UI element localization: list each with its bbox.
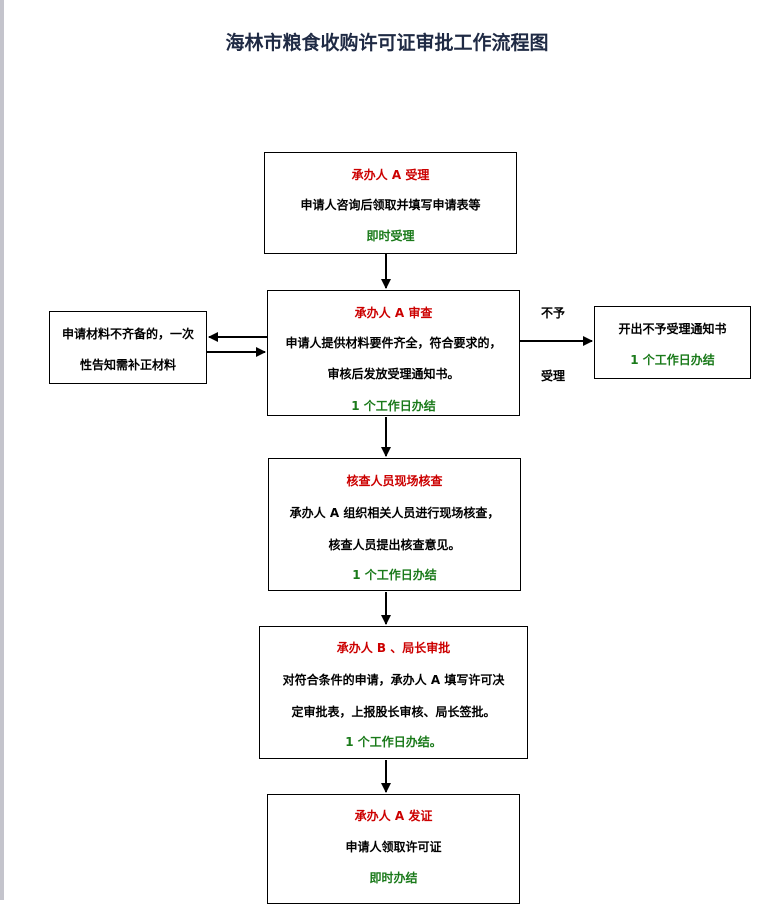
step-heading: 承办人 B 、局长审批 [336, 641, 451, 655]
step-approval-box: 承办人 B 、局长审批 对符合条件的申请，承办人 A 填写许可决 定审批表，上报… [259, 626, 528, 759]
rejection-notice-box: 开出不予受理通知书 1 个工作日办结 [594, 306, 751, 379]
step-deadline: 1 个工作日办结 [352, 568, 437, 582]
step-description: 对符合条件的申请，承办人 A 填写许可决 [282, 673, 505, 687]
step-description: 申请人提供材料要件齐全，符合要求的， [285, 336, 502, 350]
step-deadline: 即时办结 [369, 871, 418, 885]
step-deadline: 即时受理 [366, 229, 415, 243]
step-description: 审核后发放受理通知书。 [327, 367, 460, 381]
step-inspection-box: 核查人员现场核查 承办人 A 组织相关人员进行现场核查， 核查人员提出核查意见。… [268, 458, 521, 591]
page-left-rule [0, 0, 4, 900]
step-description: 定审批表，上报股长审核、局长签批。 [291, 705, 496, 719]
step-heading: 承办人 A 发证 [354, 809, 433, 823]
step-review-box: 承办人 A 审查 申请人提供材料要件齐全，符合要求的， 审核后发放受理通知书。 … [267, 290, 520, 416]
step-description: 申请人领取许可证 [345, 840, 442, 854]
step-accept-box: 承办人 A 受理 申请人咨询后领取并填写申请表等 即时受理 [264, 152, 517, 254]
incomplete-materials-note-box: 申请材料不齐备的，一次 性告知需补正材料 [49, 311, 207, 384]
step-description: 核查人员提出核查意见。 [328, 538, 461, 552]
reject-label-bottom: 受理 [541, 369, 566, 383]
note-line: 性告知需补正材料 [79, 358, 176, 372]
reject-label-top: 不予 [541, 306, 566, 320]
rejection-deadline: 1 个工作日办结 [630, 353, 715, 367]
step-issue-box: 承办人 A 发证 申请人领取许可证 即时办结 [267, 794, 520, 904]
page-title: 海林市粮食收购许可证审批工作流程图 [225, 32, 549, 54]
step-heading: 承办人 A 审查 [354, 306, 433, 320]
step-heading: 承办人 A 受理 [351, 168, 430, 182]
rejection-notice-text: 开出不予受理通知书 [618, 322, 727, 336]
step-deadline: 1 个工作日办结。 [345, 735, 442, 749]
note-line: 申请材料不齐备的，一次 [61, 327, 194, 341]
step-heading: 核查人员现场核查 [346, 474, 443, 488]
step-deadline: 1 个工作日办结 [351, 399, 436, 413]
step-description: 申请人咨询后领取并填写申请表等 [300, 198, 481, 212]
step-description: 承办人 A 组织相关人员进行现场核查， [289, 506, 500, 520]
